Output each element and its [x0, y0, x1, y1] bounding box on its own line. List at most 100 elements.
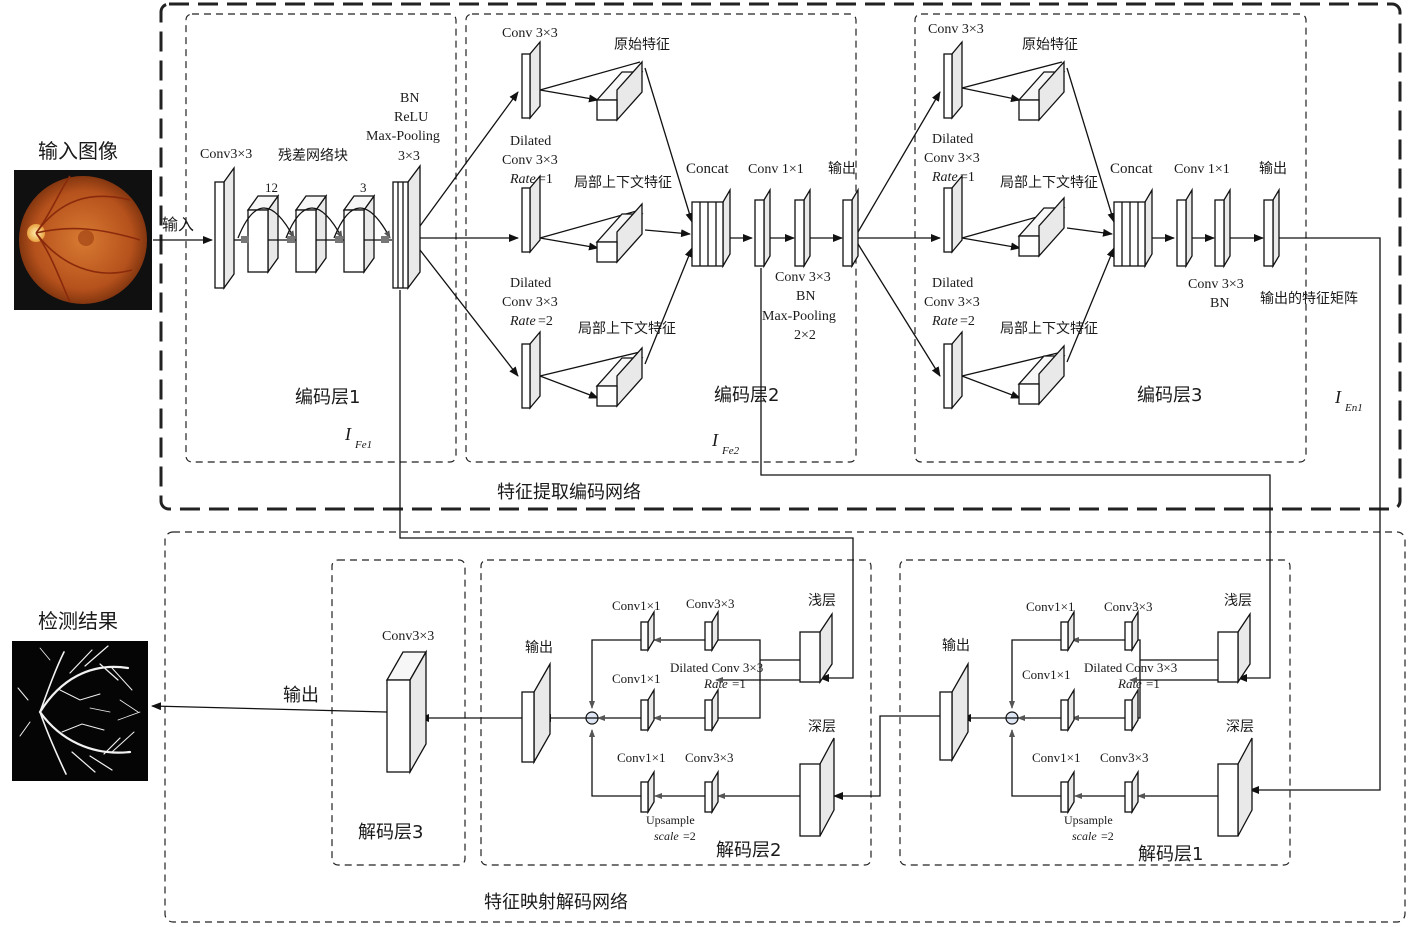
- enc3-local-ctx-2: 局部上下文特征: [1000, 321, 1098, 337]
- enc3-title: 编码层3: [1137, 385, 1202, 406]
- dec2-upsample: Upsample: [646, 813, 695, 827]
- enc2-bot-feature-stack: [539, 346, 644, 408]
- enc2-rate-2: Rate =2: [509, 314, 553, 329]
- enc3-below-conv: Conv 3×3: [1188, 277, 1244, 292]
- dec2-output-block: [521, 661, 551, 765]
- dec1-conv-block-d: [1124, 687, 1139, 733]
- dec1-title: 解码层1: [1138, 844, 1203, 865]
- enc1-bn-pool-block: [392, 164, 421, 290]
- enc2-top-feature-stack: [539, 60, 644, 122]
- dec1-conv1x1-top: Conv1×1: [1026, 599, 1075, 614]
- svg-text:scale: scale: [654, 829, 679, 843]
- dec2-conv-block-a: [640, 609, 655, 653]
- dec2-output-label: 输出: [525, 640, 553, 656]
- enc2-dconv-1: Conv 3×3: [502, 153, 558, 168]
- enc2-rate-1: Rate =1: [509, 172, 553, 187]
- skip-enc2-to-dec1-shallow: [760, 268, 1271, 682]
- enc2-concat-block: [691, 187, 731, 269]
- enc2-title: 编码层2: [714, 385, 779, 406]
- dec2-conv1x1-bot: Conv1×1: [617, 750, 666, 765]
- enc2-below-bn: BN: [796, 289, 815, 304]
- svg-text:Rate: Rate: [509, 314, 536, 329]
- enc3-top-conv-block: [943, 40, 963, 120]
- dec2-conv-block-e: [704, 769, 719, 815]
- svg-text:Rate: Rate: [931, 170, 958, 185]
- decoder-layer1-box: [899, 559, 1291, 866]
- dec2-title: 解码层2: [716, 840, 781, 861]
- dec1-conv3x3-bot: Conv3×3: [1100, 750, 1149, 765]
- svg-text:=1: =1: [732, 676, 746, 691]
- enc3-dconv-2: Conv 3×3: [924, 295, 980, 310]
- enc1-maxpool-size: 3×3: [398, 149, 420, 164]
- enc2-concat-label: Concat: [686, 161, 729, 177]
- enc2-conv1x1-block: [754, 187, 771, 269]
- enc3-local-ctx-1: 局部上下文特征: [1000, 175, 1098, 191]
- enc1-res-block-1: [246, 193, 280, 275]
- dec1-output-label: 输出: [942, 638, 970, 654]
- enc2-conv3x3-block: [794, 187, 811, 269]
- enc3-below-bn: BN: [1210, 296, 1229, 311]
- dec2-dilated: Dilated Conv 3×3: [670, 660, 763, 675]
- enc3-mid-feature-stack: [961, 196, 1066, 258]
- decoder-layer2-box: [480, 559, 872, 866]
- dec2-deep-label: 深层: [808, 719, 836, 735]
- dec1-upsample: Upsample: [1064, 813, 1113, 827]
- svg-text:=2: =2: [960, 314, 975, 329]
- dec1-dilated: Dilated Conv 3×3: [1084, 660, 1177, 675]
- enc2-output-block: [842, 187, 859, 269]
- enc3-mid-conv-block: [943, 174, 963, 254]
- svg-text:scale: scale: [1072, 829, 1097, 843]
- enc1-conv-label: Conv3×3: [200, 147, 252, 162]
- enc1-res-block-3: [342, 193, 376, 275]
- enc3-bot-feature-stack: [961, 344, 1066, 406]
- dec2-shallow-label: 浅层: [808, 593, 836, 609]
- vessel-segmentation-image: [12, 641, 148, 781]
- svg-text:I: I: [1334, 387, 1342, 407]
- enc2-below-pool-size: 2×2: [794, 328, 816, 343]
- dec2-deep-branch: [589, 729, 800, 815]
- enc1-res-num-b: 3: [360, 180, 367, 195]
- dec3-title: 解码层3: [358, 822, 423, 843]
- dec1-conv-block-f: [1060, 769, 1075, 815]
- dec3-conv-block: [385, 649, 428, 775]
- link-dec1-output-to-dec2-deep: [833, 715, 940, 800]
- dec2-deep-block: [799, 737, 835, 837]
- enc1-bn: BN: [400, 91, 419, 106]
- enc1-res-num-a: 12: [265, 180, 278, 195]
- dec2-rate: Rate =1: [703, 676, 746, 691]
- decoder-output-label: 输出: [283, 685, 319, 706]
- enc1-input-label: 输入: [162, 215, 194, 234]
- enc3-out-matrix: 输出的特征矩阵: [1260, 291, 1358, 307]
- enc3-conv3x3-block: [1214, 187, 1231, 269]
- enc3-branch-arrows: [857, 91, 941, 377]
- svg-text:Rate: Rate: [509, 172, 536, 187]
- enc3-conv1x1-block: [1176, 187, 1193, 269]
- svg-text:Fe2: Fe2: [721, 445, 740, 457]
- dec2-scale: scale =2: [654, 829, 696, 843]
- svg-text:=1: =1: [1146, 676, 1160, 691]
- enc3-rate-2: Rate =2: [931, 314, 975, 329]
- enc2-output-label: 输出: [828, 161, 856, 177]
- enc2-bot-conv-block: [521, 330, 541, 410]
- decoder-title: 特征映射解码网络: [484, 892, 628, 913]
- dec2-sum-node: [585, 711, 599, 725]
- dec1-scale: scale =2: [1072, 829, 1114, 843]
- encoder-network-box: [159, 2, 1402, 511]
- svg-text:=1: =1: [538, 172, 553, 187]
- dec1-output-block: [939, 661, 969, 763]
- enc2-orig-feature: 原始特征: [614, 37, 670, 53]
- result-title: 检测结果: [38, 609, 118, 633]
- dec2-conv-block-b: [704, 609, 719, 653]
- enc2-dconv-2: Conv 3×3: [502, 295, 558, 310]
- encoder-title: 特征提取编码网络: [497, 482, 641, 503]
- enc3-output-label: 输出: [1259, 161, 1287, 177]
- enc2-tag: I Fe2: [711, 430, 740, 457]
- enc3-dilated-2: Dilated: [932, 276, 973, 291]
- enc2-local-ctx-2: 局部上下文特征: [578, 321, 676, 337]
- svg-text:Rate: Rate: [703, 676, 728, 691]
- enc2-dilated-2: Dilated: [510, 276, 551, 291]
- enc3-concat-label: Concat: [1110, 161, 1153, 177]
- enc3-rate-1: Rate =1: [931, 170, 975, 185]
- dec1-shallow-block: [1217, 611, 1251, 685]
- svg-text:Fe1: Fe1: [354, 439, 372, 451]
